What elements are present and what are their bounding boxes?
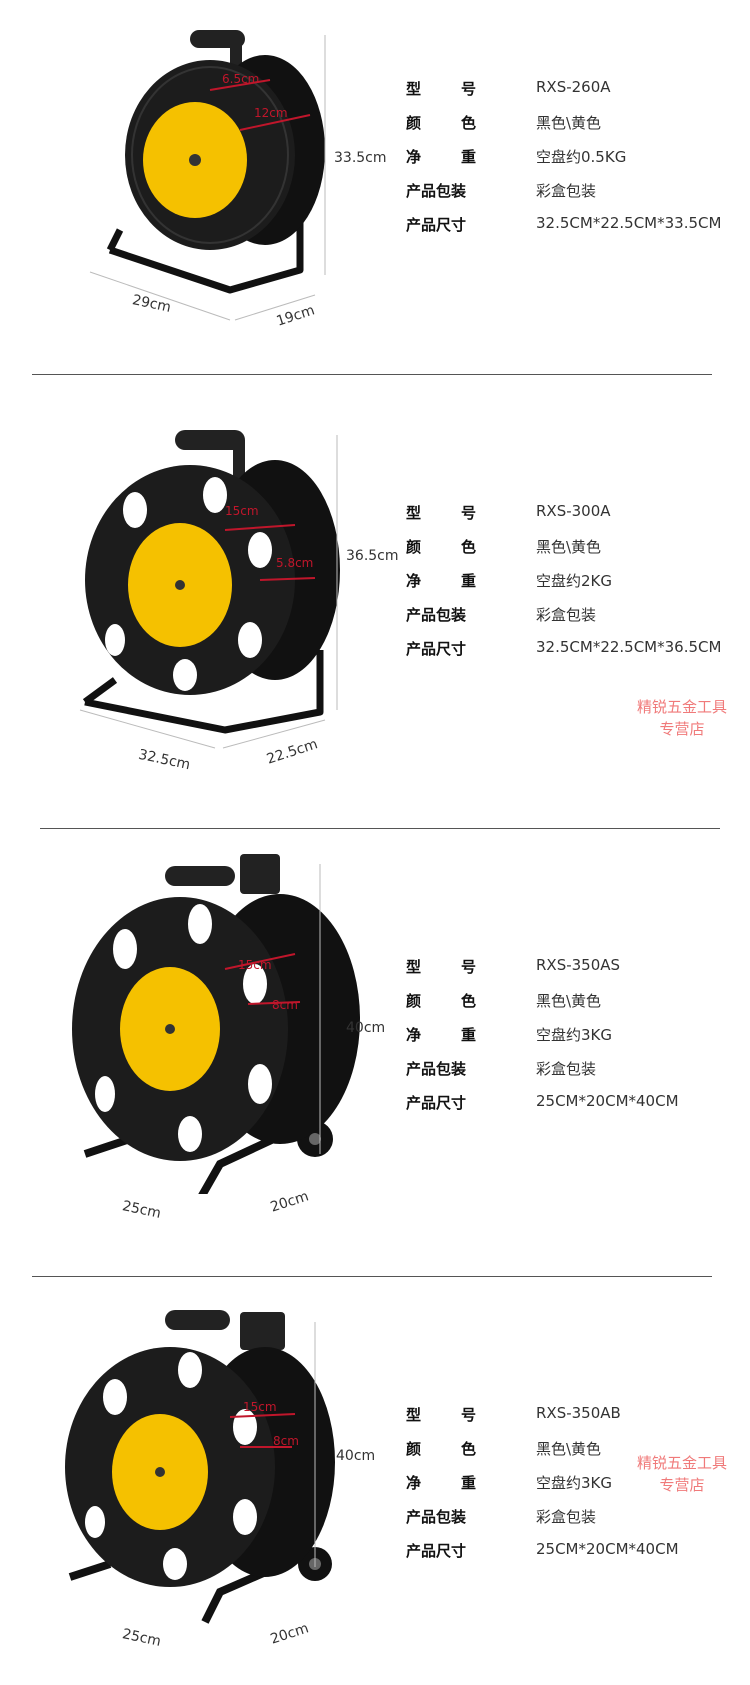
- spec-row-model: 型号 RXS-350AS: [406, 956, 736, 990]
- cable-reel-image: [89, 30, 326, 321]
- spec-label-weight: 净重: [406, 1474, 476, 1492]
- spec-label-size: 产品尺寸: [406, 1094, 467, 1112]
- shop-watermark: 精锐五金工具 专营店: [622, 1452, 742, 1496]
- spec-row-size: 产品尺寸 25CM*20CM*40CM: [406, 1540, 736, 1574]
- spec-table: 型号 RXS-300A 颜色 黑色\黄色 净重 空盘约2KG 产品包装 彩盒包装…: [406, 502, 736, 672]
- spec-value-model: RXS-350AS: [536, 956, 621, 974]
- spec-row-weight: 净重 空盘约3KG: [406, 1472, 736, 1506]
- inner-dim-b: 12cm: [254, 106, 288, 120]
- cable-reel-image: [79, 430, 340, 749]
- inner-dim-a: 15cm: [238, 958, 272, 972]
- spec-value-color: 黑色\黄色: [536, 992, 602, 1010]
- spec-label-size: 产品尺寸: [406, 216, 467, 234]
- shop-watermark: 精锐五金工具 专营店: [622, 696, 742, 740]
- spec-value-weight: 空盘约0.5KG: [536, 148, 627, 166]
- inner-dim-a: 15cm: [243, 1400, 277, 1414]
- spec-label-packaging: 产品包装: [406, 1508, 467, 1526]
- spec-row-color: 颜色 黑色\黄色: [406, 536, 736, 570]
- spec-value-packaging: 彩盒包装: [536, 606, 597, 624]
- dim-width: 25cm: [120, 1198, 163, 1222]
- product-section-2: 15cm 5.8cm 36.5cm 32.5cm 22.5cm 型号 RXS-3…: [0, 380, 750, 825]
- spec-table: 型号 RXS-350AS 颜色 黑色\黄色 净重 空盘约3KG 产品包装 彩盒包…: [406, 956, 736, 1126]
- section-divider: [32, 1276, 712, 1277]
- spec-row-color: 颜色 黑色\黄色: [406, 112, 736, 146]
- spec-label-model: 型号: [406, 1406, 476, 1424]
- spec-value-model: RXS-350AB: [536, 1404, 621, 1422]
- spec-value-size: 32.5CM*22.5CM*36.5CM: [536, 638, 722, 656]
- spec-row-model: 型号 RXS-300A: [406, 502, 736, 536]
- dim-height: 40cm: [336, 1448, 376, 1464]
- spec-value-weight: 空盘约2KG: [536, 572, 613, 590]
- spec-value-model: RXS-300A: [536, 502, 611, 520]
- spec-value-packaging: 彩盒包装: [536, 1060, 597, 1078]
- spec-label-packaging: 产品包装: [406, 1060, 467, 1078]
- spec-row-size: 产品尺寸 25CM*20CM*40CM: [406, 1092, 736, 1126]
- spec-row-size: 产品尺寸 32.5CM*22.5CM*36.5CM: [406, 638, 736, 672]
- spec-value-packaging: 彩盒包装: [536, 1508, 597, 1526]
- spec-label-model: 型号: [406, 80, 476, 98]
- spec-value-size: 25CM*20CM*40CM: [536, 1092, 679, 1110]
- spec-value-size: 25CM*20CM*40CM: [536, 1540, 679, 1558]
- spec-row-model: 型号 RXS-260A: [406, 78, 736, 112]
- spec-label-weight: 净重: [406, 572, 476, 590]
- spec-row-packaging: 产品包装 彩盒包装: [406, 1506, 736, 1540]
- spec-row-packaging: 产品包装 彩盒包装: [406, 604, 736, 638]
- inner-dim-b: 8cm: [273, 1434, 299, 1448]
- product-section-4: 15cm 8cm 40cm 25cm 20cm 型号 RXS-350AB 颜色 …: [0, 1282, 750, 1685]
- spec-row-color: 颜色 黑色\黄色: [406, 990, 736, 1024]
- spec-label-weight: 净重: [406, 1026, 476, 1044]
- spec-label-color: 颜色: [406, 992, 476, 1010]
- inner-dim-b: 5.8cm: [276, 556, 314, 570]
- cable-reel-image: [72, 854, 360, 1194]
- spec-label-color: 颜色: [406, 114, 476, 132]
- dim-height: 33.5cm: [334, 150, 387, 166]
- watermark-line-1: 精锐五金工具: [636, 1454, 727, 1472]
- spec-label-model: 型号: [406, 504, 476, 522]
- spec-label-color: 颜色: [406, 538, 476, 556]
- spec-value-packaging: 彩盒包装: [536, 182, 597, 200]
- spec-value-size: 32.5CM*22.5CM*33.5CM: [536, 214, 722, 232]
- spec-row-model: 型号 RXS-350AB: [406, 1404, 736, 1438]
- inner-dim-a: 15cm: [225, 504, 259, 518]
- cable-reel-image: [65, 1310, 335, 1624]
- spec-row-weight: 净重 空盘约0.5KG: [406, 146, 736, 180]
- spec-value-model: RXS-260A: [536, 78, 611, 96]
- section-divider: [40, 828, 720, 829]
- watermark-line-2: 专营店: [659, 1476, 705, 1494]
- inner-dim-b: 8cm: [272, 998, 298, 1012]
- dim-height: 40cm: [346, 1020, 386, 1036]
- spec-table: 型号 RXS-260A 颜色 黑色\黄色 净重 空盘约0.5KG 产品包装 彩盒…: [406, 78, 736, 248]
- watermark-line-2: 专营店: [659, 720, 705, 738]
- spec-row-weight: 净重 空盘约2KG: [406, 570, 736, 604]
- inner-dim-a: 6.5cm: [222, 72, 260, 86]
- spec-label-packaging: 产品包装: [406, 606, 467, 624]
- spec-value-color: 黑色\黄色: [536, 114, 602, 132]
- spec-label-model: 型号: [406, 958, 476, 976]
- product-section-1: 6.5cm 12cm 33.5cm 29cm 19cm 型号 RXS-260A …: [0, 0, 750, 370]
- spec-label-packaging: 产品包装: [406, 182, 467, 200]
- dim-height: 36.5cm: [346, 548, 399, 564]
- spec-table: 型号 RXS-350AB 颜色 黑色\黄色 净重 空盘约3KG 产品包装 彩盒包…: [406, 1404, 736, 1574]
- spec-row-packaging: 产品包装 彩盒包装: [406, 180, 736, 214]
- spec-row-weight: 净重 空盘约3KG: [406, 1024, 736, 1058]
- spec-value-weight: 空盘约3KG: [536, 1474, 613, 1492]
- spec-label-weight: 净重: [406, 148, 476, 166]
- section-divider: [32, 374, 712, 375]
- product-section-3: 15cm 8cm 40cm 25cm 20cm 型号 RXS-350AS 颜色 …: [0, 834, 750, 1274]
- watermark-line-1: 精锐五金工具: [636, 698, 727, 716]
- spec-value-color: 黑色\黄色: [536, 538, 602, 556]
- spec-label-size: 产品尺寸: [406, 640, 467, 658]
- spec-value-color: 黑色\黄色: [536, 1440, 602, 1458]
- spec-row-packaging: 产品包装 彩盒包装: [406, 1058, 736, 1092]
- spec-row-size: 产品尺寸 32.5CM*22.5CM*33.5CM: [406, 214, 736, 248]
- spec-row-color: 颜色 黑色\黄色: [406, 1438, 736, 1472]
- spec-label-color: 颜色: [406, 1440, 476, 1458]
- spec-label-size: 产品尺寸: [406, 1542, 467, 1560]
- spec-value-weight: 空盘约3KG: [536, 1026, 613, 1044]
